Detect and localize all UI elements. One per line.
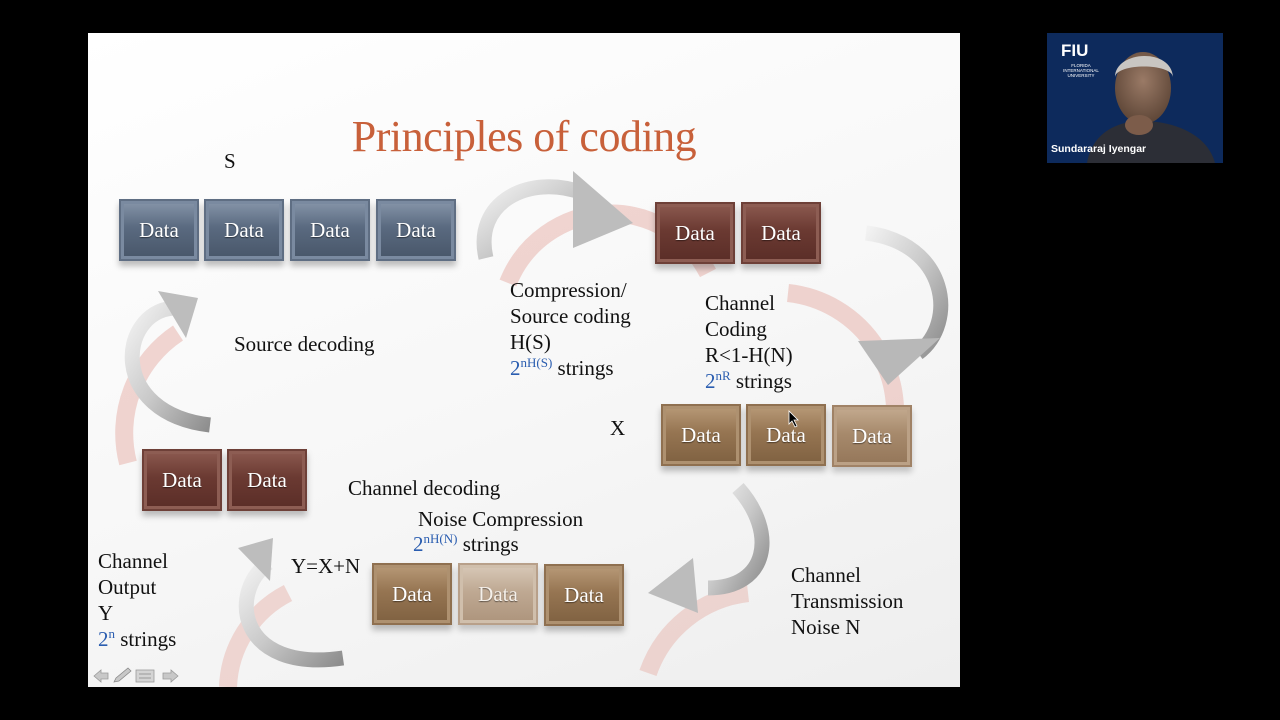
channel-coding-line-1: Channel bbox=[705, 291, 775, 315]
arrow-right bbox=[858, 225, 949, 385]
compression-strings: 2nH(S) strings bbox=[510, 355, 631, 381]
pow-exp: nH(S) bbox=[520, 355, 553, 370]
source-decoding-label: Source decoding bbox=[234, 332, 375, 356]
label-x: X bbox=[610, 416, 626, 440]
data-block-y-2: Data bbox=[458, 563, 538, 625]
speaker-name: Sundararaj Iyengar bbox=[1051, 143, 1147, 155]
pow-tail: strings bbox=[730, 369, 792, 393]
channel-coding-line-3: R<1-H(N) bbox=[705, 343, 793, 367]
output-strings: 2n strings bbox=[98, 626, 176, 652]
data-block-compressed-2: Data bbox=[741, 202, 821, 264]
compression-label: Compression/ Source coding H(S) 2nH(S) s… bbox=[510, 277, 631, 381]
compression-line-2: Source coding bbox=[510, 304, 631, 328]
cycle-arrows bbox=[124, 171, 949, 668]
pow-exp: nR bbox=[715, 368, 731, 383]
data-block-s-1: Data bbox=[119, 199, 199, 261]
noise-strings: 2nH(N) strings bbox=[413, 531, 519, 557]
data-block-decoded-1: Data bbox=[142, 449, 222, 511]
data-block-y-3: Data bbox=[544, 564, 624, 626]
prev-slide-icon[interactable] bbox=[93, 669, 109, 683]
channel-transmission-label: Channel Transmission Noise N bbox=[791, 562, 903, 640]
output-line-1: Channel bbox=[98, 549, 168, 573]
data-block-x-1: Data bbox=[661, 404, 741, 466]
compression-line-1: Compression/ bbox=[510, 278, 627, 302]
speaker-video-tile[interactable]: FIU FLORIDA INTERNATIONAL UNIVERSITY Sun… bbox=[1047, 33, 1223, 163]
fiu-logo: FIU bbox=[1061, 41, 1089, 60]
channel-decoding-label: Channel decoding bbox=[348, 476, 501, 500]
channel-output-label: Channel Output Y 2n strings bbox=[98, 548, 176, 652]
mouse-cursor-icon bbox=[788, 410, 799, 428]
speaker-silhouette bbox=[1087, 52, 1215, 163]
next-slide-icon[interactable] bbox=[162, 669, 179, 683]
channel-coding-label: Channel Coding R<1-H(N) 2nR strings bbox=[705, 290, 793, 394]
compression-line-3: H(S) bbox=[510, 330, 551, 354]
arrow-top bbox=[476, 171, 633, 260]
label-y-equation: Y=X+N bbox=[291, 554, 361, 578]
transmission-line-1: Channel bbox=[791, 563, 861, 587]
transmission-line-3: Noise N bbox=[791, 615, 861, 639]
pow-base: 2 bbox=[705, 369, 716, 393]
slide: Principles of coding S Data Data Data Da… bbox=[88, 33, 960, 687]
pow-base: 2 bbox=[510, 356, 521, 380]
data-block-s-2: Data bbox=[204, 199, 284, 261]
pow-base: 2 bbox=[98, 627, 109, 651]
pow-base: 2 bbox=[413, 532, 424, 556]
data-block-s-3: Data bbox=[290, 199, 370, 261]
output-line-2: Output bbox=[98, 575, 157, 599]
channel-coding-strings: 2nR strings bbox=[705, 368, 793, 394]
data-block-y-1: Data bbox=[372, 563, 452, 625]
data-block-x-3: Data bbox=[832, 405, 912, 467]
pow-exp: nH(N) bbox=[423, 531, 458, 546]
pow-tail: strings bbox=[115, 627, 177, 651]
pen-icon[interactable] bbox=[113, 667, 132, 683]
data-block-compressed-1: Data bbox=[655, 202, 735, 264]
slide-nav-toolbar bbox=[92, 667, 182, 685]
fiu-logo-subtitle: FLORIDA INTERNATIONAL UNIVERSITY bbox=[1063, 63, 1099, 78]
label-s: S bbox=[224, 149, 236, 173]
output-line-3: Y bbox=[98, 601, 114, 625]
arrow-left bbox=[124, 291, 212, 433]
arrow-bottom-left bbox=[238, 538, 345, 668]
menu-icon[interactable] bbox=[135, 669, 155, 683]
channel-coding-line-2: Coding bbox=[705, 317, 767, 341]
data-block-x-2: Data bbox=[746, 404, 826, 466]
transmission-line-2: Transmission bbox=[791, 589, 904, 613]
data-block-s-4: Data bbox=[376, 199, 456, 261]
noise-compression-label: Noise Compression bbox=[418, 507, 584, 531]
pow-tail: strings bbox=[552, 356, 614, 380]
arrow-bottom-right bbox=[648, 483, 770, 613]
pow-tail: strings bbox=[457, 532, 519, 556]
slide-title: Principles of coding bbox=[351, 112, 697, 161]
data-block-decoded-2: Data bbox=[227, 449, 307, 511]
pow-exp: n bbox=[108, 626, 116, 641]
